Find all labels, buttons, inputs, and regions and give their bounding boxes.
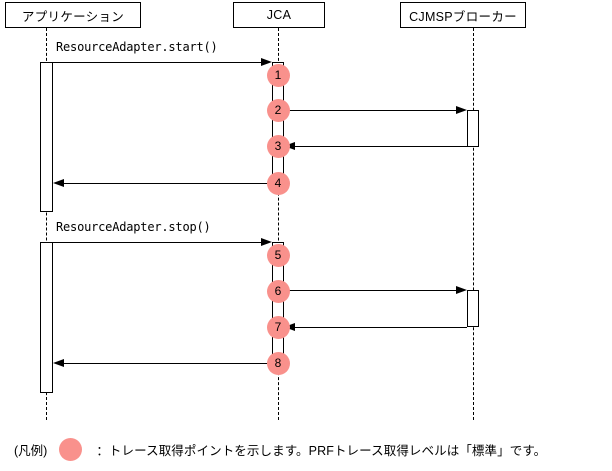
trace-point-number: 5: [274, 248, 282, 262]
message-line-5: [46, 242, 268, 243]
message-line-7: [295, 327, 467, 328]
message-line-1: [46, 62, 268, 63]
message-label-resourceadapter-stop: ResourceAdapter.stop(): [56, 220, 211, 234]
lifeline-broker: [473, 28, 474, 420]
trace-point-number: 2: [274, 103, 282, 117]
arrowhead-left-4: [53, 178, 64, 187]
arrowhead-left-7: [284, 322, 295, 331]
trace-point-2: 2: [266, 98, 290, 122]
legend: (凡例) ：トレース取得ポイントを示します。PRFトレース取得レベルは「標準」で…: [14, 438, 546, 461]
participant-box-broker: CJMSPブローカー: [400, 2, 526, 28]
message-line-2: [284, 110, 456, 111]
trace-point-number: 8: [274, 356, 282, 370]
message-line-4: [64, 183, 272, 184]
message-line-8: [64, 363, 272, 364]
lifeline-application: [46, 28, 47, 420]
arrowhead-left-3: [284, 141, 295, 150]
trace-point-number: 3: [274, 139, 282, 153]
trace-point-4: 4: [266, 171, 290, 195]
trace-point-5: 5: [266, 243, 290, 267]
trace-point-8: 8: [266, 351, 290, 375]
trace-point-number: 6: [274, 284, 282, 298]
legend-title: (凡例): [14, 444, 48, 458]
message-label-resourceadapter-start: ResourceAdapter.start(): [56, 40, 218, 54]
participant-box-application: アプリケーション: [5, 2, 141, 28]
arrowhead-right-6: [456, 285, 467, 294]
legend-trace-point-icon: [59, 438, 83, 461]
activation-application-stop: [40, 242, 53, 393]
trace-point-number: 1: [274, 68, 282, 82]
participant-box-jca: JCA: [233, 2, 325, 28]
participant-label-jca: JCA: [266, 8, 292, 22]
activation-broker-start: [467, 110, 479, 147]
trace-point-7: 7: [266, 315, 290, 339]
participant-label-application: アプリケーション: [21, 9, 125, 24]
activation-broker-stop: [467, 290, 479, 327]
participant-label-broker: CJMSPブローカー: [409, 9, 517, 24]
trace-point-3: 3: [266, 134, 290, 158]
trace-point-number: 7: [274, 320, 282, 334]
lifeline-jca: [278, 28, 279, 420]
trace-point-1: 1: [266, 63, 290, 87]
message-line-6: [284, 290, 456, 291]
activation-application-start: [40, 62, 53, 212]
arrowhead-left-8: [53, 358, 64, 367]
arrowhead-right-1: [261, 57, 272, 66]
trace-point-6: 6: [266, 279, 290, 303]
message-line-3: [295, 146, 467, 147]
arrowhead-right-2: [456, 105, 467, 114]
trace-point-number: 4: [274, 176, 282, 190]
legend-description: ：トレース取得ポイントを示します。PRFトレース取得レベルは「標準」です。: [96, 444, 547, 458]
arrowhead-right-5: [261, 237, 272, 246]
